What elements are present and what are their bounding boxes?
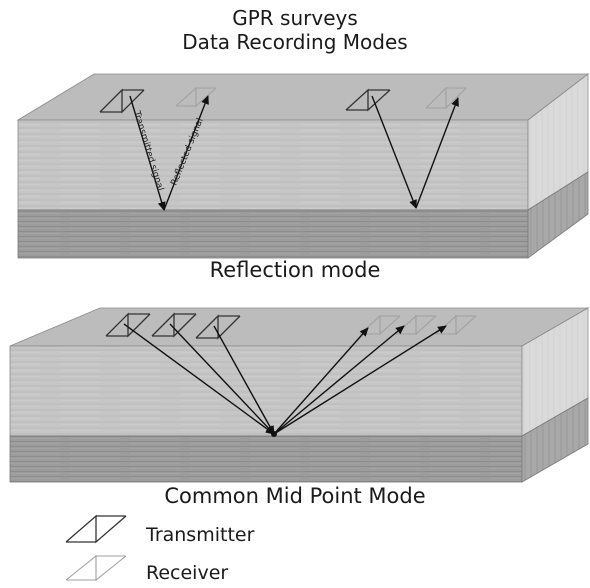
reflected-ray-left <box>163 95 209 211</box>
reflection-left-transmitter-icon <box>99 88 145 114</box>
cmp-midpoint <box>271 431 277 437</box>
cmp-mode-block <box>9 307 590 483</box>
legend-transmitter-icon <box>65 514 127 544</box>
diagram-subtitle: Data Recording Modes <box>182 30 408 54</box>
cmp-receiver-3-icon <box>435 314 477 336</box>
legend-transmitter-label: Transmitter <box>146 524 255 546</box>
reflected-ray-right <box>415 97 459 209</box>
cmp-transmitted-ray-1 <box>123 323 275 435</box>
reflection-mode-caption: Reflection mode <box>209 258 381 282</box>
diagram-title: GPR surveys <box>232 6 358 30</box>
cmp-reflected-ray-3 <box>273 325 447 435</box>
cmp-reflected-ray-1 <box>273 327 369 435</box>
reflection-mode-block <box>16 73 590 259</box>
cmp-transmitter-2-icon <box>151 312 197 338</box>
transmitted-ray-right <box>371 95 417 209</box>
reflection-right-transmitter-icon <box>345 88 391 112</box>
legend-receiver-label: Receiver <box>146 562 229 584</box>
cmp-transmitter-1-icon <box>105 312 151 338</box>
cmp-transmitted-ray-3 <box>213 325 275 435</box>
cmp-transmitted-ray-2 <box>169 323 275 435</box>
cmp-transmitter-3-icon <box>195 314 241 340</box>
legend-receiver-icon <box>65 554 127 582</box>
cmp-mode-caption: Common Mid Point Mode <box>164 484 426 508</box>
transmitted-ray-left <box>129 95 166 211</box>
cmp-reflected-ray-2 <box>273 325 405 435</box>
